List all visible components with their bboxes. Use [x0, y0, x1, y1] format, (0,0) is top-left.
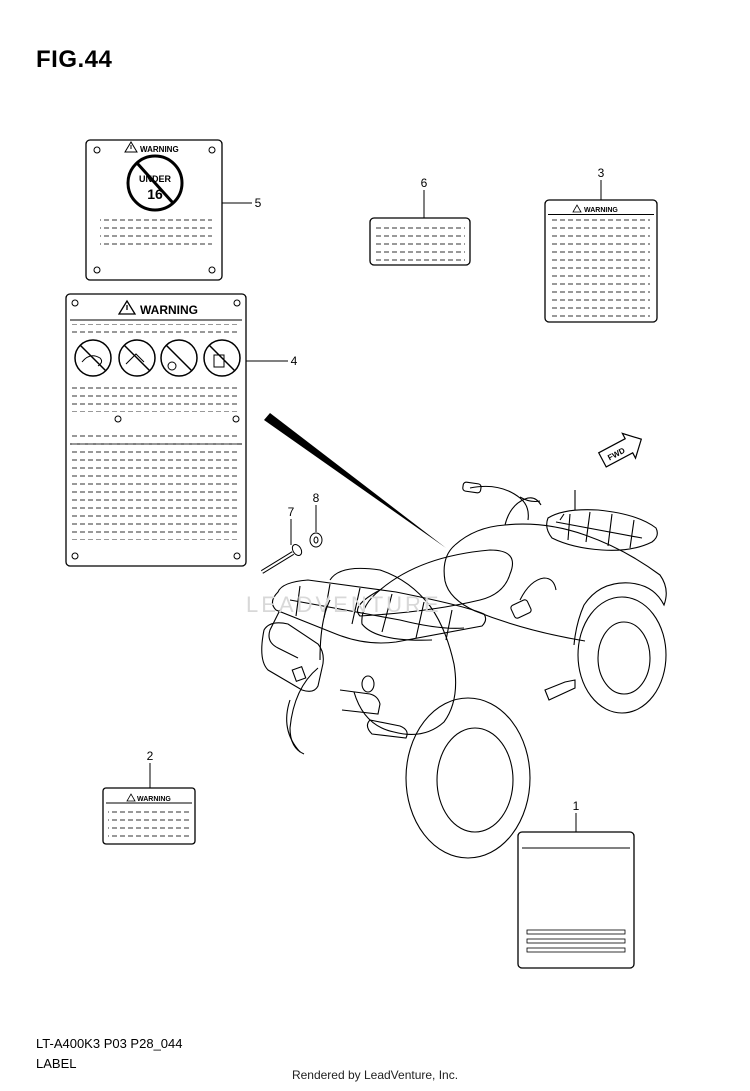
label-4-warning: WARNING	[65, 293, 247, 567]
label-5-warning-text: WARNING	[140, 145, 179, 154]
callout-7: 7	[287, 505, 295, 519]
warning-triangle-icon	[126, 793, 136, 802]
rivet-part-7	[260, 543, 303, 574]
warning-triangle-icon	[117, 299, 137, 315]
label-3-warning-text: WARNING	[584, 207, 618, 214]
figure-code: LT-A400K3 P03 P28_044	[36, 1036, 183, 1051]
label-2-warning-text: WARNING	[137, 796, 171, 803]
callout-8: 8	[312, 491, 320, 505]
render-credit: Rendered by LeadVenture, Inc.	[291, 1068, 459, 1082]
under-text: UNDER	[139, 174, 172, 184]
label-1	[517, 831, 635, 969]
leader-lines	[149, 180, 602, 832]
figure-title: FIG.44	[36, 46, 113, 73]
no-passenger-icon	[74, 339, 112, 377]
figure-name: LABEL	[36, 1056, 77, 1071]
no-helmet-icon	[203, 339, 241, 377]
fwd-arrow-icon: FWD	[597, 432, 643, 468]
label-2: WARNING	[102, 787, 196, 845]
callout-2: 2	[146, 749, 154, 763]
no-carrying-icon	[118, 339, 156, 377]
atv-illustration	[261, 481, 667, 859]
watermark: LEADVENTURE	[246, 592, 442, 617]
callout-4: 4	[290, 354, 298, 368]
no-under-16-icon	[126, 154, 184, 212]
callout-5: 5	[254, 196, 262, 210]
location-pointer-arrow	[264, 413, 446, 548]
callout-6: 6	[420, 176, 428, 190]
label-3: WARNING	[544, 199, 658, 323]
warning-triangle-icon	[124, 141, 138, 153]
label-5-under-16: WARNING UNDER 16	[85, 139, 223, 281]
warning-triangle-icon	[572, 204, 582, 213]
age-text: 16	[147, 186, 163, 202]
label-4-warning-text: WARNING	[140, 303, 198, 317]
washer-part-8	[309, 532, 323, 548]
label-6	[369, 217, 471, 266]
callout-3: 3	[597, 166, 605, 180]
callout-1: 1	[572, 799, 580, 813]
no-alcohol-icon	[160, 339, 198, 377]
